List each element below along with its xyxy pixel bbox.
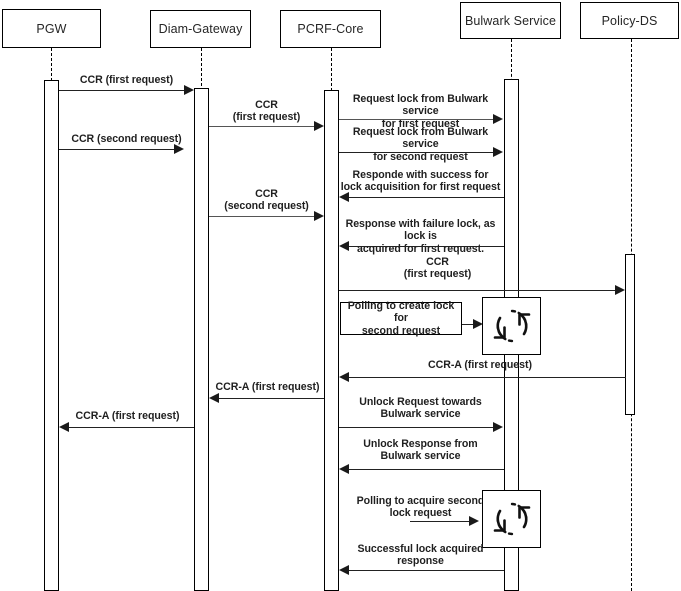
message-line-m5 — [339, 152, 494, 153]
message-line-m8 — [349, 246, 504, 247]
message-arrowhead-m6 — [339, 192, 349, 202]
message-label-successful-lock-acquired: Successful lock acquired response — [357, 543, 484, 568]
activation-policy — [625, 254, 635, 415]
message-label-request-lock-second: Request lock from Bulwark service for se… — [352, 126, 489, 163]
refresh-loop-icon — [492, 499, 532, 539]
message-arrowhead-m17 — [339, 565, 349, 575]
message-label-ccr-first-request-diam-pcrf: CCR (first request) — [232, 99, 301, 124]
message-arrowhead-m8 — [339, 241, 349, 251]
message-arrowhead-m5 — [493, 147, 503, 157]
message-label-ccra-diam-pgw: CCR-A (first request) — [75, 410, 180, 422]
message-label-ccr-first-request-pcrf-policy: CCR (first request) — [403, 256, 472, 281]
participant-box-policy-ds[interactable]: Policy-DS — [580, 2, 679, 39]
message-label-ccr-second-request-diam-pcrf: CCR (second request) — [224, 188, 309, 213]
message-label-unlock-response: Unlock Response from Bulwark service — [363, 438, 478, 463]
message-label-unlock-request: Unlock Request towards Bulwark service — [359, 396, 482, 421]
message-arrowhead-m4 — [493, 114, 503, 124]
message-arrowhead-m12 — [209, 393, 219, 403]
participant-label-pgw: PGW — [36, 21, 67, 36]
message-arrowhead-m11 — [339, 372, 349, 382]
message-label-failure-lock: Response with failure lock, as lock is a… — [345, 218, 496, 255]
message-arrowhead-m15 — [339, 464, 349, 474]
participant-label-pcrf-core: PCRF-Core — [297, 22, 364, 36]
participant-label-diam-gateway: Diam-Gateway — [158, 22, 243, 36]
message-line-m11 — [349, 377, 626, 378]
loop-icon-box-second — [482, 490, 541, 548]
participant-label-bulwark-service: Bulwark Service — [464, 13, 557, 28]
message-line-m2 — [209, 126, 315, 127]
message-line-m9 — [339, 290, 616, 291]
message-arrowhead-m10 — [473, 319, 483, 329]
note-polling-create-lock: Polling to create lock for second reques… — [340, 300, 462, 337]
loop-icon-box-first — [482, 297, 541, 355]
activation-diam — [194, 88, 209, 591]
participant-label-policy-ds: Policy-DS — [601, 13, 658, 28]
refresh-loop-icon — [492, 306, 532, 346]
message-arrowhead-m1 — [184, 85, 194, 95]
participant-box-bulwark-service[interactable]: Bulwark Service — [460, 2, 561, 39]
message-line-m4 — [339, 119, 494, 120]
message-arrowhead-m7 — [314, 211, 324, 221]
message-arrowhead-m16 — [469, 516, 479, 526]
message-line-m12 — [219, 398, 324, 399]
activation-pcrf — [324, 90, 339, 591]
message-label-request-lock-first: Request lock from Bulwark service for fi… — [352, 93, 489, 130]
message-line-m3 — [59, 149, 175, 150]
message-line-m17 — [349, 570, 504, 571]
message-line-m7 — [209, 216, 315, 217]
message-label-ccra-pcrf-diam: CCR-A (first request) — [215, 381, 320, 393]
message-arrowhead-m9 — [615, 285, 625, 295]
message-arrowhead-m14 — [59, 422, 69, 432]
participant-box-pgw[interactable]: PGW — [2, 9, 101, 48]
activation-pgw — [44, 80, 59, 591]
message-label-ccr-second-request-pgw-diam: CCR (second request) — [71, 133, 182, 145]
message-line-m16 — [410, 521, 472, 522]
message-line-m14 — [69, 427, 194, 428]
message-line-m10 — [462, 324, 476, 325]
message-line-m1 — [59, 90, 185, 91]
message-arrowhead-m13 — [493, 422, 503, 432]
participant-box-pcrf-core[interactable]: PCRF-Core — [280, 10, 381, 48]
message-label-ccr-first-request-pgw-diam: CCR (first request) — [79, 74, 174, 86]
message-arrowhead-m3 — [174, 144, 184, 154]
message-arrowhead-m2 — [314, 121, 324, 131]
message-label-ccra-policy-pcrf: CCR-A (first request) — [428, 359, 532, 371]
message-line-m15 — [349, 469, 504, 470]
message-line-m6 — [349, 197, 504, 198]
message-label-success-lock-acquisition: Responde with success for lock acquisiti… — [340, 169, 501, 194]
message-line-m13 — [339, 427, 494, 428]
message-label-polling-acquire-second-lock: Polling to acquire second lock request — [356, 495, 485, 520]
participant-box-diam-gateway[interactable]: Diam-Gateway — [150, 10, 251, 48]
